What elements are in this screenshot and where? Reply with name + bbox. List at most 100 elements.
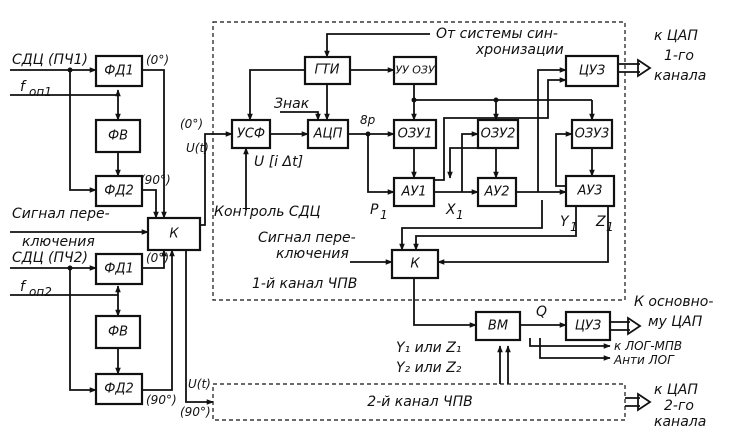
k-mid-label: К	[410, 257, 420, 272]
f-on1-sub: оп1	[29, 85, 52, 99]
junction	[411, 97, 417, 103]
au3-label: АУ3	[576, 184, 602, 199]
f-on2-sub: оп2	[29, 285, 52, 299]
fd1-bot-block	[94, 252, 144, 286]
wire-fd2-k	[142, 189, 159, 219]
sdc-pch2-label: СДЦ (ПЧ2)	[12, 250, 88, 266]
wire-vm-antilog	[539, 338, 611, 361]
phase0-top-label: (0°)	[146, 53, 169, 67]
wire-out-main	[610, 321, 630, 331]
y1z1-label: Y₁ или Z₁	[396, 340, 461, 356]
wire-sdc2-fd2	[69, 268, 97, 393]
au2-block	[476, 176, 518, 208]
znak-label: Знак	[274, 96, 310, 112]
fv-top-label: ФВ	[108, 129, 128, 144]
fd2-top-block	[94, 174, 144, 208]
wire-fd1-k	[142, 69, 167, 219]
cuz-top-label: ЦУЗ	[579, 64, 605, 79]
out2-line3: канала	[654, 414, 706, 430]
log-mpv-label: к ЛОГ-МПВ	[614, 339, 682, 353]
wire-gti-usf	[247, 69, 305, 121]
wire-au2-k	[399, 200, 543, 251]
fv-bot-block	[94, 314, 142, 350]
uu-ozu-label: УУ ОЗУ	[395, 64, 436, 77]
bp-label: 8р	[360, 113, 376, 127]
usf-block	[230, 118, 272, 150]
fd2-bot-block	[94, 372, 144, 406]
out1-line1: к ЦАП	[654, 28, 698, 44]
ozu2-block	[476, 118, 520, 150]
ozu1-block	[392, 118, 438, 150]
cuz-bot-block	[564, 310, 612, 342]
vm-block	[474, 310, 522, 342]
wire-au2-cuz	[537, 67, 567, 192]
main-dac-line1: К основно-	[634, 294, 713, 310]
phase0-bot-label: (0°)	[146, 251, 169, 265]
wire-out1	[618, 63, 640, 73]
fd1-top-label: ФД1	[104, 64, 134, 79]
wire-fd2b-k	[142, 249, 175, 391]
x1-sub: 1	[456, 208, 464, 222]
vm-label: ВМ	[488, 319, 508, 334]
arrow-out-main	[627, 316, 642, 336]
sync-line2: хронизации	[475, 42, 564, 58]
wire-z1-k	[437, 206, 609, 265]
sdc-pch1-label: СДЦ (ПЧ1)	[12, 52, 88, 68]
fd2-bot-label: ФД2	[104, 382, 134, 397]
wire-f1	[10, 89, 121, 97]
fd1-top-block	[94, 54, 144, 88]
uu-ozu-block	[392, 55, 438, 86]
usf-label: УСФ	[237, 127, 265, 142]
out2-line2: 2-го	[664, 398, 694, 414]
wire-k-ch2	[185, 250, 214, 405]
main-dac-line2: му ЦАП	[648, 314, 703, 330]
junction	[365, 131, 371, 137]
au1-label: АУ1	[400, 185, 426, 200]
y1-label: Y	[560, 214, 570, 230]
switch-signal2-line1: Сигнал пере-	[258, 230, 356, 246]
f-on2-label: f	[20, 279, 27, 295]
au2-label: АУ2	[483, 185, 509, 200]
wire-ozu2-au1	[447, 147, 478, 179]
wire-au3-ozu3	[555, 131, 573, 187]
adc-label: АЦП	[313, 127, 343, 142]
wire-vm-log	[529, 338, 611, 349]
arrow-out1	[637, 58, 652, 78]
adc-block	[306, 118, 350, 150]
switch-signal-line2: ключения	[22, 234, 95, 250]
channel2-label: 2-й канал ЧПВ	[367, 394, 472, 410]
y1-sub: 1	[570, 220, 578, 234]
k-left-block	[146, 216, 202, 252]
out1-line3: канала	[654, 68, 706, 84]
control-sdc-label: Контроль СДЦ	[214, 204, 321, 220]
fd2-top-label: ФД2	[104, 184, 134, 199]
switch-signal2-line2: ключения	[276, 246, 349, 262]
wire-sdc1-fd2	[69, 70, 97, 193]
wire-k-usf	[200, 131, 233, 226]
p1-sub: 1	[380, 208, 388, 222]
ozu3-block	[570, 118, 614, 150]
phase90-bottom-label: (90°)	[180, 405, 211, 419]
wire-y1-k	[413, 206, 577, 251]
ut-top-label: U(t)	[186, 141, 209, 155]
anti-log-label: Анти ЛОГ	[613, 353, 675, 367]
junction	[493, 97, 499, 103]
channel1-frame	[212, 21, 626, 301]
fv-bot-label: ФВ	[108, 325, 128, 340]
wire-sync-gti	[324, 33, 430, 58]
z1-label: Z	[595, 214, 606, 230]
cuz-top-block	[564, 54, 620, 88]
wire-f2	[10, 285, 121, 296]
arrow-out2	[637, 392, 652, 412]
k-left-label: К	[169, 227, 179, 242]
out2-line1: к ЦАП	[654, 382, 698, 398]
x1-label: X	[445, 202, 456, 218]
ut-bot-label: U(t)	[188, 377, 211, 391]
fv-top-block	[94, 118, 142, 154]
cuz-bot-label: ЦУЗ	[575, 319, 601, 334]
p1-label: P	[370, 202, 379, 218]
wire-znak	[280, 111, 321, 121]
f-on1-label: f	[20, 79, 27, 95]
junction	[67, 67, 73, 73]
au3-block	[564, 174, 616, 208]
